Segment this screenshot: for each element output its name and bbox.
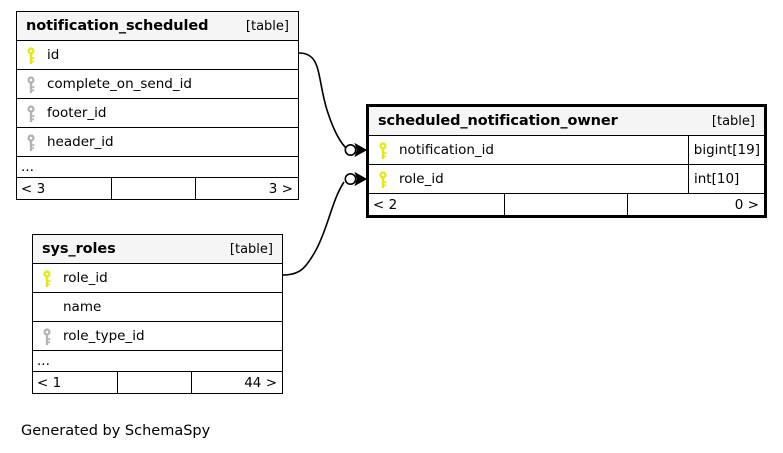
table-kind-label: [table] — [711, 113, 755, 129]
column-name: header_id — [47, 134, 114, 150]
table-title: notification_scheduled — [26, 18, 209, 34]
cardinality-zero-circle — [344, 173, 357, 186]
column-row-role-id[interactable]: role_id int[10] — [369, 165, 764, 194]
table-header: sys_roles [table] — [33, 235, 282, 264]
table-notification-scheduled[interactable]: notification_scheduled [table] id — [16, 11, 299, 200]
table-footer: < 2 0 > — [369, 194, 764, 215]
primary-key-icon — [33, 269, 61, 287]
column-name: notification_id — [399, 142, 494, 158]
column-row-name[interactable]: name — [33, 293, 282, 322]
column-row-notification-id[interactable]: notification_id bigint[19] — [369, 136, 764, 165]
primary-key-icon — [17, 46, 45, 64]
table-sys-roles[interactable]: sys_roles [table] role_id name — [32, 234, 283, 394]
more-columns-indicator: ... — [33, 351, 282, 372]
column-name: role_id — [399, 171, 444, 187]
crows-foot-many — [354, 171, 368, 187]
column-name: name — [63, 299, 102, 315]
foreign-key-icon — [17, 75, 45, 93]
generated-by-caption: Generated by SchemaSpy — [21, 423, 211, 439]
column-row-footer-id[interactable]: footer_id — [17, 99, 298, 128]
foreign-key-icon — [17, 104, 45, 122]
footer-middle-cell — [504, 194, 628, 215]
more-columns-indicator: ... — [17, 157, 298, 178]
table-footer: < 3 3 > — [17, 178, 298, 199]
column-row-id[interactable]: id — [17, 41, 298, 70]
column-row-role-type-id[interactable]: role_type_id — [33, 322, 282, 351]
table-kind-label: [table] — [229, 241, 273, 257]
column-type: int[10] — [688, 165, 764, 193]
column-row-role-id[interactable]: role_id — [33, 264, 282, 293]
column-row-header-id[interactable]: header_id — [17, 128, 298, 157]
cardinality-zero-circle — [344, 144, 357, 157]
column-name: complete_on_send_id — [47, 76, 192, 92]
column-name: role_id — [63, 270, 108, 286]
relationship-notification-scheduled-to-owner — [298, 52, 368, 158]
column-type: bigint[19] — [687, 136, 764, 164]
outgoing-relations-count: 3 > — [268, 180, 293, 197]
foreign-key-icon — [33, 327, 61, 345]
incoming-relations-count: < 2 — [373, 196, 398, 213]
table-title: sys_roles — [42, 241, 116, 257]
crows-foot-many — [354, 142, 368, 158]
outgoing-relations-count: 44 > — [244, 374, 277, 391]
table-footer: < 1 44 > — [33, 372, 282, 393]
table-title: scheduled_notification_owner — [378, 113, 618, 129]
table-header: scheduled_notification_owner [table] — [369, 107, 764, 136]
table-kind-label: [table] — [245, 18, 289, 34]
column-name: role_type_id — [63, 328, 145, 344]
column-name: footer_id — [47, 105, 107, 121]
column-row-complete-on-send-id[interactable]: complete_on_send_id — [17, 70, 298, 99]
footer-middle-cell — [117, 372, 192, 393]
outgoing-relations-count: 0 > — [734, 196, 759, 213]
primary-key-icon — [369, 170, 397, 188]
table-scheduled-notification-owner[interactable]: scheduled_notification_owner [table] not… — [366, 104, 767, 218]
column-name: id — [47, 47, 60, 63]
table-header: notification_scheduled [table] — [17, 12, 298, 41]
incoming-relations-count: < 1 — [37, 374, 62, 391]
incoming-relations-count: < 3 — [21, 180, 46, 197]
footer-middle-cell — [111, 178, 196, 199]
primary-key-icon — [369, 141, 397, 159]
foreign-key-icon — [17, 133, 45, 151]
